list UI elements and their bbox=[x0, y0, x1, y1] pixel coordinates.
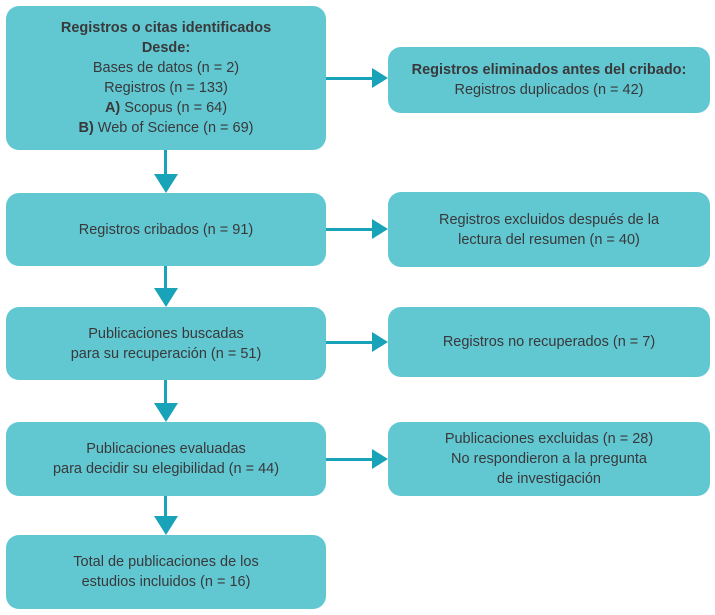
box-text-line: estudios incluidos (n = 16) bbox=[81, 574, 251, 590]
box-text-line: No respondieron a la pregunta bbox=[451, 451, 647, 467]
box-text-line: Registros no recuperados (n = 7) bbox=[442, 334, 656, 350]
box-text-line: Publicaciones evaluadas bbox=[86, 441, 246, 457]
box-subtitle: Desde: bbox=[141, 40, 191, 56]
box-text-line: Bases de datos (n = 2) bbox=[92, 60, 240, 76]
arrow-down-icon bbox=[153, 380, 178, 422]
box-publications-assessed: Publicaciones evaluadas para decidir su … bbox=[6, 422, 326, 496]
box-text-line: Publicaciones excluidas (n = 28) bbox=[444, 431, 654, 447]
arrow-line bbox=[326, 76, 372, 80]
box-records-excluded-abstract: Registros excluidos después de la lectur… bbox=[388, 192, 710, 267]
list-marker-a: A) bbox=[104, 100, 121, 116]
box-records-screened: Registros cribados (n = 91) bbox=[6, 193, 326, 266]
list-marker-b: B) bbox=[78, 120, 94, 136]
arrow-head bbox=[372, 332, 388, 352]
box-text-line: de investigación bbox=[497, 471, 601, 487]
arrow-line bbox=[326, 457, 372, 461]
arrow-head bbox=[372, 68, 388, 88]
box-text-line: Registros excluidos después de la bbox=[438, 211, 660, 228]
arrow-head bbox=[153, 516, 178, 535]
arrow-head bbox=[372, 449, 388, 469]
box-text-line: Registros cribados (n = 91) bbox=[78, 221, 254, 238]
arrow-line bbox=[164, 150, 167, 174]
box-studies-included: Total de publicaciones de los estudios i… bbox=[6, 535, 326, 609]
arrow-line bbox=[164, 266, 167, 288]
box-text: Scopus (n = 64) bbox=[120, 100, 228, 116]
arrow-head bbox=[153, 403, 178, 422]
box-text-line: B) Web of Science (n = 69) bbox=[18, 118, 314, 138]
arrow-head bbox=[372, 219, 388, 239]
box-text-line: Registros duplicados (n = 42) bbox=[454, 82, 644, 98]
arrow-line bbox=[164, 496, 167, 516]
box-records-not-retrieved: Registros no recuperados (n = 7) bbox=[388, 307, 710, 377]
arrow-line bbox=[164, 380, 167, 403]
arrow-down-icon bbox=[153, 150, 178, 193]
box-publications-sought: Publicaciones buscadas para su recuperac… bbox=[6, 307, 326, 380]
box-records-identified: Registros o citas identificados Desde: B… bbox=[6, 6, 326, 150]
box-title: Registros eliminados antes del cribado: bbox=[411, 62, 687, 78]
box-text-line: para su recuperación (n = 51) bbox=[70, 345, 262, 362]
box-text-line: Publicaciones buscadas bbox=[88, 325, 244, 342]
arrow-down-icon bbox=[153, 266, 178, 307]
box-text: Web of Science (n = 69) bbox=[93, 120, 254, 136]
box-text-line: Total de publicaciones de los bbox=[73, 554, 259, 570]
box-publications-excluded: Publicaciones excluidas (n = 28) No resp… bbox=[388, 422, 710, 496]
box-text-line: Registros (n = 133) bbox=[104, 80, 228, 96]
arrow-line bbox=[326, 227, 372, 231]
arrow-right-icon bbox=[326, 219, 388, 239]
arrow-right-icon bbox=[326, 449, 388, 469]
box-text-line: para decidir su elegibilidad (n = 44) bbox=[52, 461, 280, 477]
box-records-removed: Registros eliminados antes del cribado: … bbox=[388, 47, 710, 113]
box-text-line: A) Scopus (n = 64) bbox=[18, 98, 314, 118]
box-title: Registros o citas identificados bbox=[60, 20, 272, 36]
arrow-down-icon bbox=[153, 496, 178, 535]
arrow-right-icon bbox=[326, 332, 388, 352]
arrow-head bbox=[153, 288, 178, 307]
arrow-line bbox=[326, 340, 372, 344]
arrow-right-icon bbox=[326, 68, 388, 88]
box-text-line: lectura del resumen (n = 40) bbox=[458, 231, 640, 248]
arrow-head bbox=[153, 174, 178, 193]
